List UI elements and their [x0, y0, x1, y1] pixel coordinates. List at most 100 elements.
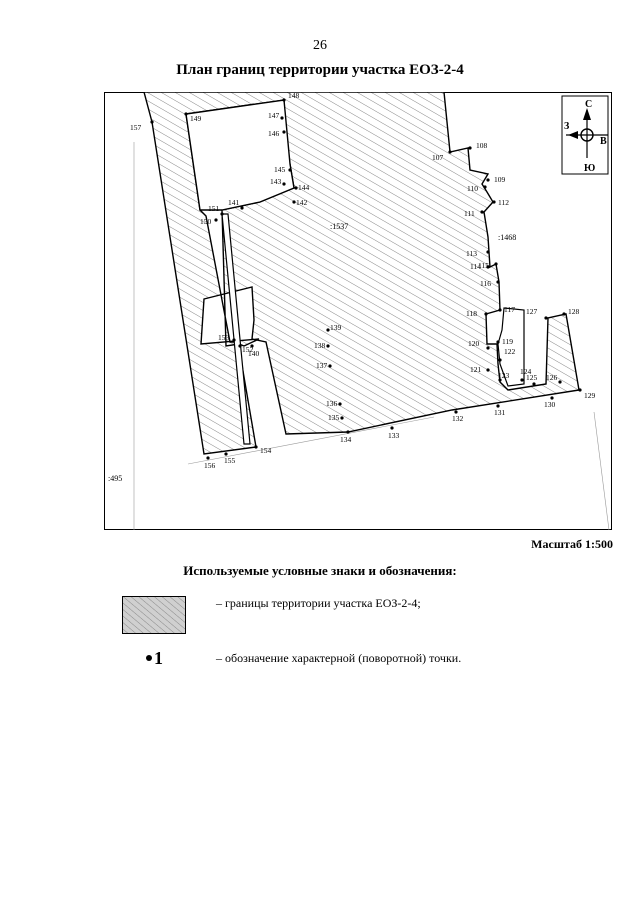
turning-point-108 [468, 146, 472, 150]
turning-point-113 [486, 250, 490, 254]
plot-label-1468: :1468 [498, 233, 516, 242]
turning-point-134 [346, 430, 350, 434]
turning-point-label-118: 118 [466, 309, 477, 318]
turning-point-label-116: 116 [480, 279, 491, 288]
turning-point-label-109: 109 [494, 175, 506, 184]
turning-point-111 [480, 210, 484, 214]
turning-point-label-136: 136 [326, 399, 338, 408]
turning-point-label-131: 131 [494, 408, 506, 417]
turning-point-label-156: 156 [204, 461, 216, 470]
turning-point-130 [550, 396, 554, 400]
turning-point-122 [498, 358, 502, 362]
turning-point-label-155: 155 [224, 456, 236, 465]
turning-point-115 [494, 262, 498, 266]
right-notch [497, 307, 525, 387]
turning-point-label-139: 139 [330, 323, 342, 332]
legend-item-point: – обозначение характерной (поворотной) т… [216, 651, 462, 665]
turning-point-148 [282, 98, 286, 102]
turning-point-141 [240, 206, 244, 210]
turning-point-156 [206, 456, 210, 460]
legend-title: Используемые условные знаки и обозначени… [183, 563, 457, 578]
turning-points [150, 98, 582, 460]
turning-point-153 [232, 338, 236, 342]
turning-point-131 [496, 404, 500, 408]
turning-point-114 [486, 265, 490, 269]
turning-point-label-119: 119 [502, 337, 513, 346]
turning-point-117 [498, 308, 502, 312]
turning-point-label-138: 138 [314, 341, 326, 350]
turning-point-label-152: 152 [242, 345, 254, 354]
narrow-strip [221, 213, 251, 445]
turning-point-label-113: 113 [466, 249, 477, 258]
turning-point-145 [288, 168, 292, 172]
turning-point-133 [390, 426, 394, 430]
turning-point-label-122: 122 [504, 347, 516, 356]
compass-rose: С З В Ю [561, 95, 609, 175]
turning-point-label-140: 140 [248, 349, 260, 358]
turning-point-132 [454, 410, 458, 414]
turning-point-label-127: 127 [526, 307, 538, 316]
turning-point-125 [532, 382, 536, 386]
turning-point-110 [483, 185, 487, 189]
compass-west: З [564, 121, 569, 132]
turning-point-118 [484, 312, 488, 316]
plot-label-1537: :1537 [330, 222, 348, 231]
turning-point-123 [498, 378, 502, 382]
turning-point-147 [280, 116, 284, 120]
turning-point-label-129: 129 [584, 391, 596, 400]
turning-point-label-115: 115 [478, 261, 489, 270]
turning-point-140 [250, 344, 254, 348]
turning-point-121 [486, 368, 490, 372]
turning-point-126 [558, 380, 562, 384]
legend-point-marker: 1 [146, 648, 163, 669]
scale-label: Масштаб 1:500 [531, 537, 613, 551]
turning-point-label-111: 111 [464, 209, 475, 218]
turning-point-136 [338, 402, 342, 406]
turning-point-154 [254, 445, 258, 449]
turning-point-label-149: 149 [190, 114, 202, 123]
turning-point-143 [282, 182, 286, 186]
turning-point-label-143: 143 [270, 177, 282, 186]
turning-point-150 [214, 218, 218, 222]
turning-point-157 [150, 120, 154, 124]
turning-point-138 [326, 344, 330, 348]
turning-point-label-107: 107 [432, 153, 444, 162]
turning-point-151 [220, 212, 224, 216]
turning-point-label-132: 132 [452, 414, 464, 423]
turning-point-label-144: 144 [298, 183, 310, 192]
compass-north: С [585, 99, 592, 110]
turning-point-142 [292, 200, 296, 204]
turning-point-label-157: 157 [130, 123, 142, 132]
turning-point-112 [492, 200, 496, 204]
turning-point-116 [496, 280, 500, 284]
turning-point-152 [238, 344, 242, 348]
turning-point-120 [486, 346, 490, 350]
turning-point-label-125: 125 [526, 373, 538, 382]
compass-east: В [600, 136, 607, 147]
turning-point-label-130: 130 [544, 400, 556, 409]
turning-point-label-123: 123 [498, 371, 510, 380]
turning-point-label-110: 110 [467, 184, 478, 193]
turning-point-label-141: 141 [228, 198, 240, 207]
turning-point-label-121: 121 [470, 365, 482, 374]
turning-point-155 [224, 452, 228, 456]
page-number: 26 [313, 38, 327, 53]
turning-point-label-128: 128 [568, 307, 580, 316]
turning-point-label-148: 148 [288, 92, 300, 100]
turning-point-label-120: 120 [468, 339, 480, 348]
turning-point-label-145: 145 [274, 165, 286, 174]
turning-point-label-124: 124 [520, 367, 532, 376]
turning-point-146 [282, 130, 286, 134]
turning-point-109 [486, 178, 490, 182]
compass-south: Ю [584, 163, 595, 174]
turning-point-135 [340, 416, 344, 420]
turning-point-label-151: 151 [208, 204, 220, 213]
turning-point-127 [544, 316, 548, 320]
turning-point-139 [326, 328, 330, 332]
turning-point-129 [578, 388, 582, 392]
page-title: План границ территории участка ЕОЗ-2-4 [176, 62, 464, 78]
turning-point-label-146: 146 [268, 129, 280, 138]
turning-point-label-147: 147 [268, 111, 280, 120]
legend-hatch-swatch [122, 596, 186, 634]
